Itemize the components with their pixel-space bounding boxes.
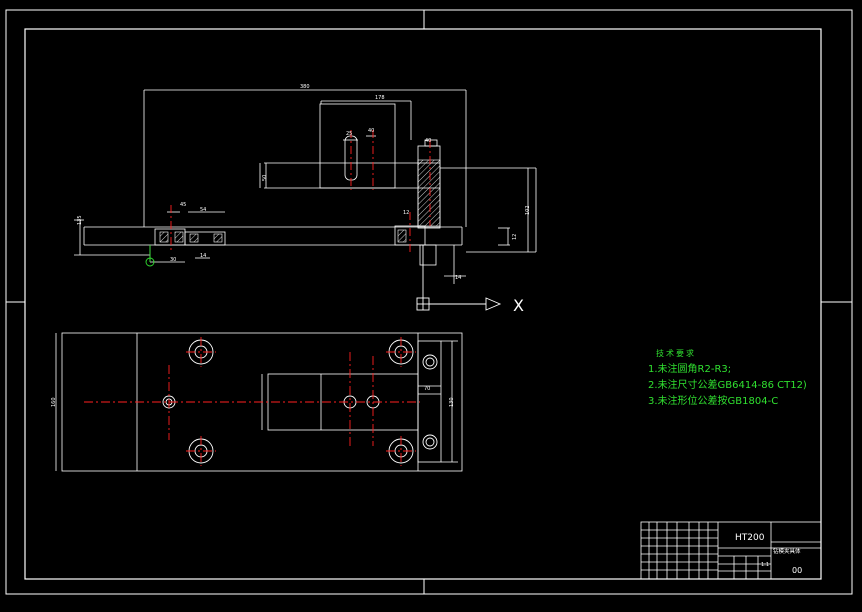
plan-view (55, 332, 463, 472)
tech-requirements: 技术要求 1.未注圆角R2-R3; 2.未注尺寸公差GB6414-86 CT12… (648, 346, 807, 410)
dim-bottom-right: 14 (455, 275, 461, 281)
title-scale: 1:1 (761, 562, 769, 568)
title-part-name: 钻模夹具体 (773, 547, 801, 555)
dim-slot-depth: 50 (262, 175, 268, 181)
dim-slot-w-a: 25 (346, 131, 352, 137)
datum-symbol (145, 245, 155, 267)
tech-item-2: 2.未注尺寸公差GB6414-86 CT12) (648, 380, 807, 391)
axis-x-label: X (513, 296, 524, 315)
center-marks (6, 10, 852, 594)
dim-right-height: 102 (525, 205, 531, 215)
front-view (74, 89, 537, 284)
dim-side-height: 135 (77, 215, 83, 225)
ucs-axis-icon (416, 245, 502, 311)
front-centerlines (170, 130, 431, 254)
title-material: HT200 (735, 533, 765, 543)
dim-right-inner: 12 (512, 234, 518, 240)
dim-right-thick: 12 (403, 210, 409, 216)
plan-holes (162, 339, 438, 464)
title-code: 00 (792, 566, 802, 575)
dim-overall-width: 380 (300, 84, 310, 90)
dim-plan-right: 130 (449, 397, 455, 407)
inner-frame (24, 28, 822, 580)
title-block (640, 521, 822, 580)
dim-slot-length: 178 (375, 95, 385, 101)
dim-left-bottom: 30 (170, 257, 176, 263)
plan-centerlines (84, 337, 420, 466)
dim-left-small: 45 (180, 202, 186, 208)
dim-slot-w-b: 40 (368, 128, 374, 134)
dim-plan-slot: 70 (424, 386, 430, 392)
dim-pin-spacing: 54 (200, 207, 206, 213)
tech-heading: 技术要求 (656, 349, 696, 358)
dim-plate-height: 160 (51, 397, 57, 407)
tech-item-1: 1.未注圆角R2-R3; (648, 364, 732, 375)
tech-item-3: 3.未注形位公差按GB1804-C (648, 396, 779, 407)
dim-stop-height: 40 (425, 138, 431, 144)
section-hatching (159, 159, 441, 243)
dim-boss: 14 (200, 253, 206, 259)
